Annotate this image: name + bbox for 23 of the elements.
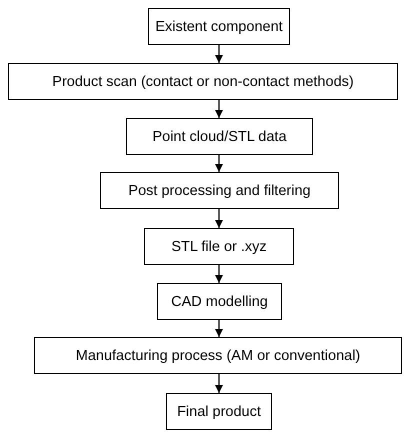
box-label: Manufacturing process (AM or conventional) [76,348,360,364]
box-label: Product scan (contact or non-contact methods) [52,74,354,90]
process-box [34,337,402,374]
arrow [215,155,223,172]
arrow [215,320,223,337]
process-box [157,283,282,320]
arrow [215,209,223,228]
arrow [215,374,223,393]
box-label: CAD modelling [171,294,268,310]
arrow [215,265,223,283]
box-label: Existent component [155,18,283,34]
box-label: Final product [177,404,261,420]
box-label: STL file or .xyz [171,238,267,254]
box-label: Point cloud/STL data [152,128,287,144]
process-box [126,118,313,155]
process-box [148,8,290,45]
process-box [166,393,272,430]
process-box [144,228,294,265]
arrow [215,100,223,118]
box-label: Post processing and filtering [128,182,311,198]
arrow [215,45,223,63]
process-box [100,172,339,209]
process-box [8,63,398,100]
